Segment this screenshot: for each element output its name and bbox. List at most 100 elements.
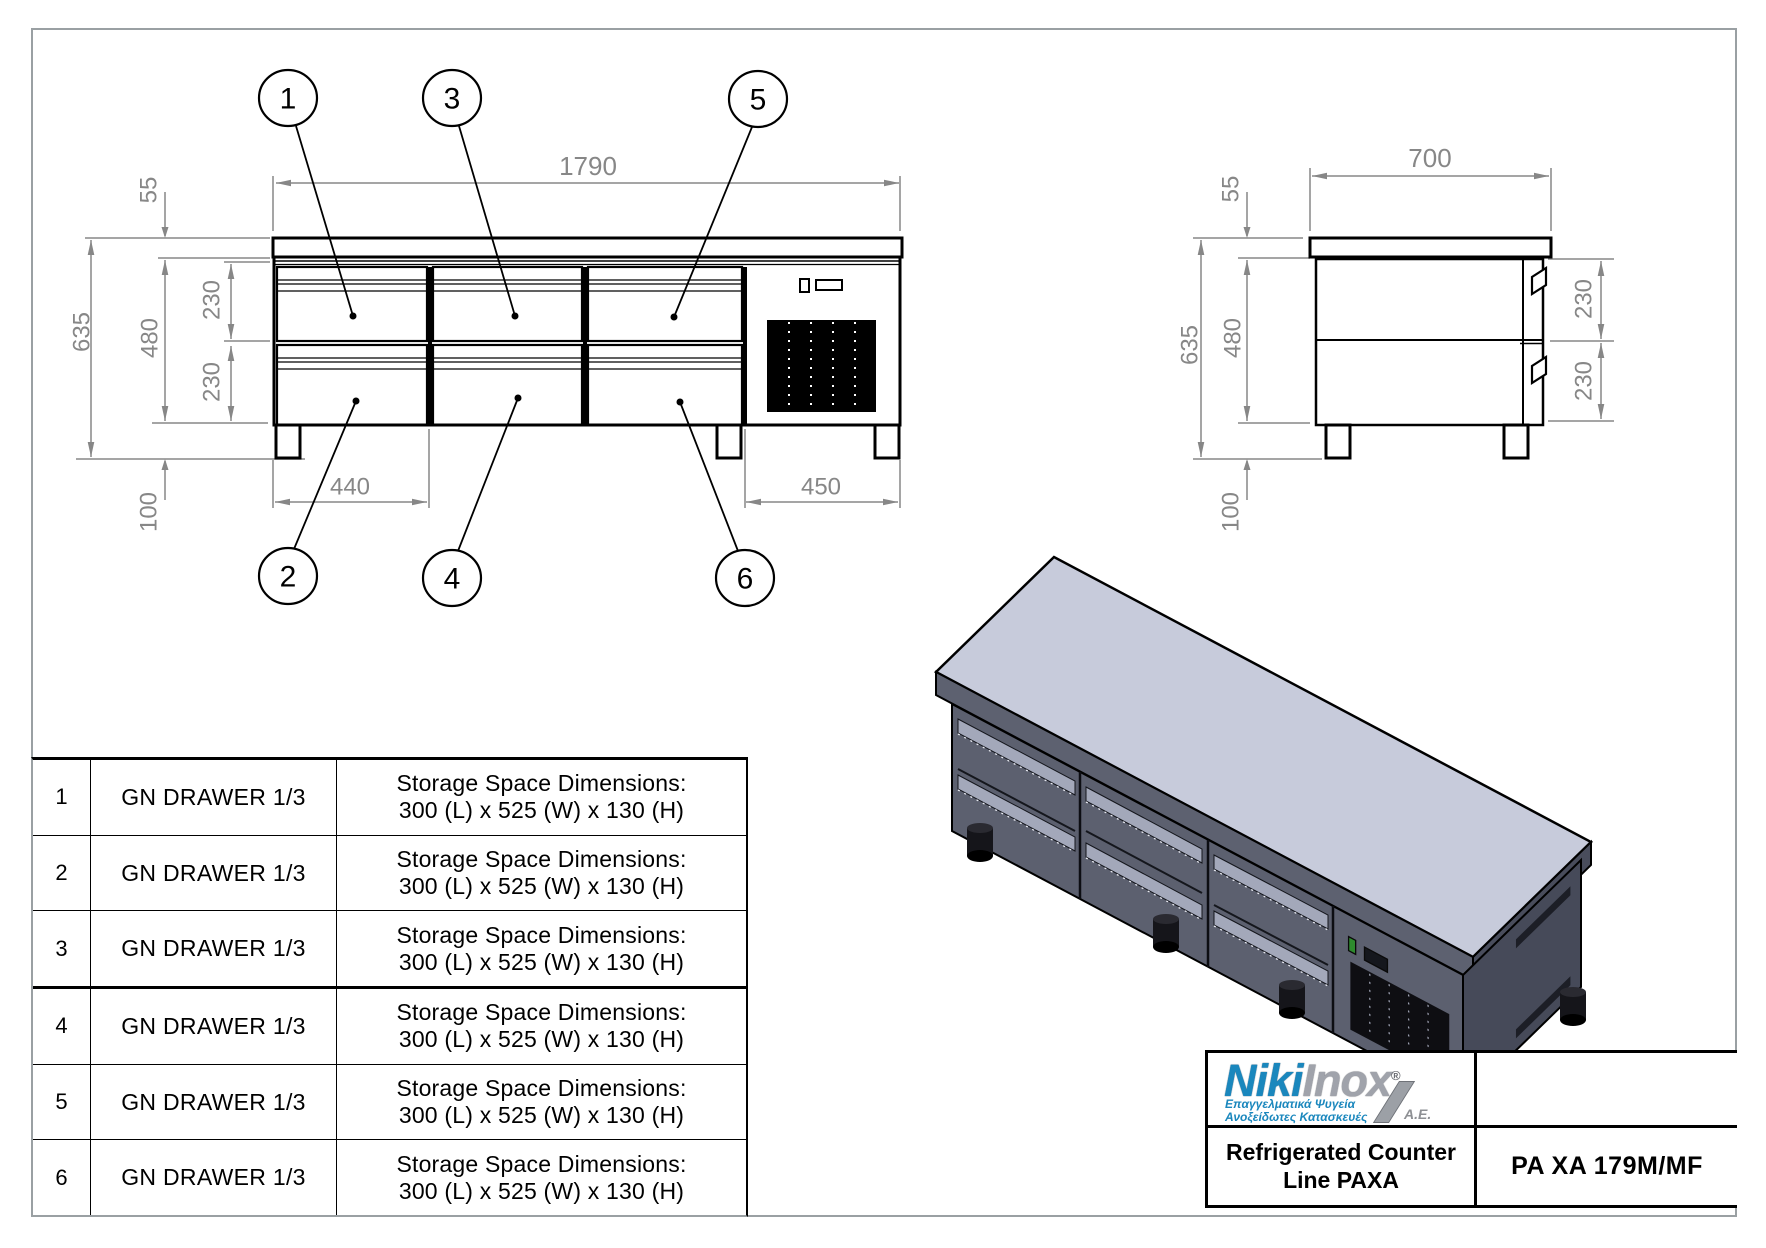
front-drawer-fronts — [275, 265, 744, 427]
part-name: GN DRAWER 1/3 — [91, 989, 337, 1064]
table-row: 1 GN DRAWER 1/3 Storage Space Dimensions… — [33, 760, 746, 836]
desc-line2: 300 (L) x 525 (W) x 130 (H) — [398, 1026, 685, 1053]
balloon-3 — [421, 68, 483, 128]
dim-front-width: 1790 — [559, 151, 617, 181]
dim-side-body: 480 — [1219, 318, 1246, 358]
iso-display — [1363, 945, 1389, 974]
table-row: 3 GN DRAWER 1/3 Storage Space Dimensions… — [33, 911, 746, 990]
row-number: 5 — [33, 1064, 91, 1140]
front-view: 1790 55 635 480 230 230 100 440 450 — [68, 68, 904, 608]
dim-front-height: 635 — [68, 312, 95, 352]
part-name: GN DRAWER 1/3 — [91, 911, 337, 987]
dim-front-body: 480 — [136, 318, 163, 358]
dim-side-legs: 100 — [1217, 492, 1244, 532]
parts-table: 1 GN DRAWER 1/3 Storage Space Dimensions… — [31, 757, 748, 1217]
part-description: Storage Space Dimensions: 300 (L) x 525 … — [337, 760, 746, 835]
power-switch — [799, 278, 810, 293]
dim-side-height: 635 — [1176, 325, 1203, 365]
row-number: 6 — [33, 1140, 91, 1216]
isometric-view — [933, 555, 1594, 1105]
logo-wordmark: NikiInox® — [1224, 1055, 1401, 1107]
iso-drawer-fronts — [957, 718, 1335, 1033]
product-title-line1: Refrigerated Counter — [1225, 1138, 1457, 1165]
logo-tagline-2: Ανοξείδωτες Κατασκευές — [1225, 1110, 1368, 1124]
side-extension-lines — [1193, 168, 1614, 460]
desc-line2: 300 (L) x 525 (W) x 130 (H) — [398, 797, 685, 824]
company-logo: NikiInox® Επαγγελματικά Ψυγεία Ανοξείδωτ… — [1208, 1053, 1477, 1125]
part-description: Storage Space Dimensions: 300 (L) x 525 … — [337, 1140, 746, 1215]
model-number: PA XA 179M/MF — [1511, 1152, 1703, 1180]
row-number: 3 — [33, 911, 91, 987]
dim-front-drawer-width: 440 — [330, 473, 370, 500]
balloon-2-label: 2 — [280, 561, 297, 594]
dim-front-countertop: 55 — [135, 177, 162, 204]
row-number: 1 — [33, 760, 91, 835]
table-row: 2 GN DRAWER 1/3 Storage Space Dimensions… — [33, 835, 746, 912]
dim-side-countertop: 55 — [1217, 176, 1244, 203]
title-block: NikiInox® Επαγγελματικά Ψυγεία Ανοξείδωτ… — [1205, 1050, 1737, 1208]
front-extension-lines — [76, 176, 901, 508]
product-title: Refrigerated Counter Line PAXA — [1208, 1128, 1477, 1205]
desc-line1: Storage Space Dimensions: — [396, 999, 687, 1026]
dim-side-depth: 700 — [1408, 143, 1451, 173]
balloon-callouts: 1 3 5 2 4 6 — [257, 68, 789, 608]
front-outside-arrows — [161, 227, 169, 470]
registered-trademark-icon: ® — [1391, 1068, 1401, 1083]
logo-company-suffix: Α.Ε. — [1404, 1106, 1432, 1122]
desc-line1: Storage Space Dimensions: — [396, 845, 687, 872]
sheet-border — [31, 28, 1737, 1217]
balloon-6 — [714, 548, 776, 608]
part-name: GN DRAWER 1/3 — [91, 1140, 337, 1216]
part-description: Storage Space Dimensions: 300 (L) x 525 … — [337, 836, 746, 911]
desc-line2: 300 (L) x 525 (W) x 130 (H) — [398, 948, 685, 975]
desc-line2: 300 (L) x 525 (W) x 130 (H) — [398, 1102, 685, 1129]
dim-front-drawer-bottom: 230 — [198, 362, 225, 402]
table-row: 5 GN DRAWER 1/3 Storage Space Dimensions… — [33, 1064, 746, 1141]
part-description: Storage Space Dimensions: 300 (L) x 525 … — [337, 989, 746, 1064]
desc-line2: 300 (L) x 525 (W) x 130 (H) — [398, 1177, 685, 1204]
thermostat-display — [815, 279, 843, 291]
row-number: 4 — [33, 989, 91, 1064]
balloon-3-label: 3 — [444, 83, 461, 116]
part-description: Storage Space Dimensions: 300 (L) x 525 … — [337, 911, 746, 986]
dim-side-drawer-bottom: 230 — [1570, 361, 1597, 401]
part-name: GN DRAWER 1/3 — [91, 835, 337, 911]
balloon-4 — [421, 548, 483, 608]
part-description: Storage Space Dimensions: 300 (L) x 525 … — [337, 1065, 746, 1140]
desc-line1: Storage Space Dimensions: — [396, 770, 687, 797]
logo-tagline-1: Επαγγελματικά Ψυγεία — [1225, 1097, 1356, 1111]
dim-front-legs: 100 — [135, 492, 162, 532]
desc-line1: Storage Space Dimensions: — [396, 921, 687, 948]
part-name: GN DRAWER 1/3 — [91, 760, 337, 835]
front-legs — [274, 423, 901, 460]
title-block-empty-cell — [1477, 1053, 1737, 1125]
desc-line1: Storage Space Dimensions: — [396, 1150, 687, 1177]
balloon-1 — [257, 68, 319, 128]
side-view: 700 55 635 480 230 230 100 — [1176, 143, 1614, 532]
side-outside-arrows — [1243, 227, 1251, 470]
dim-side-drawer-top: 230 — [1570, 279, 1597, 319]
iso-led-indicator — [1347, 935, 1357, 956]
table-row: 6 GN DRAWER 1/3 Storage Space Dimensions… — [33, 1140, 746, 1216]
product-title-line2: Line PAXA — [1283, 1166, 1399, 1193]
dim-front-drawer-top: 230 — [198, 280, 225, 320]
dim-front-compressor-width: 450 — [801, 473, 841, 500]
part-name: GN DRAWER 1/3 — [91, 1064, 337, 1140]
logo-inox-text: Inox — [1302, 1055, 1393, 1106]
iso-side-vents — [1515, 886, 1571, 1039]
side-drawer-handles — [1530, 265, 1548, 386]
balloon-1-label: 1 — [280, 83, 297, 116]
desc-line2: 300 (L) x 525 (W) x 130 (H) — [398, 873, 685, 899]
side-dimension-lines — [1197, 172, 1605, 500]
row-number: 2 — [33, 835, 91, 911]
side-legs — [1324, 423, 1530, 460]
desc-line1: Storage Space Dimensions: — [396, 1074, 687, 1101]
balloon-2 — [257, 546, 319, 606]
balloon-5-label: 5 — [750, 84, 767, 117]
balloon-4-label: 4 — [444, 563, 461, 596]
logo-niki-text: Niki — [1224, 1055, 1304, 1106]
table-row: 4 GN DRAWER 1/3 Storage Space Dimensions… — [33, 989, 746, 1065]
front-dimension-lines — [87, 179, 899, 506]
front-compressor-section — [767, 278, 876, 412]
